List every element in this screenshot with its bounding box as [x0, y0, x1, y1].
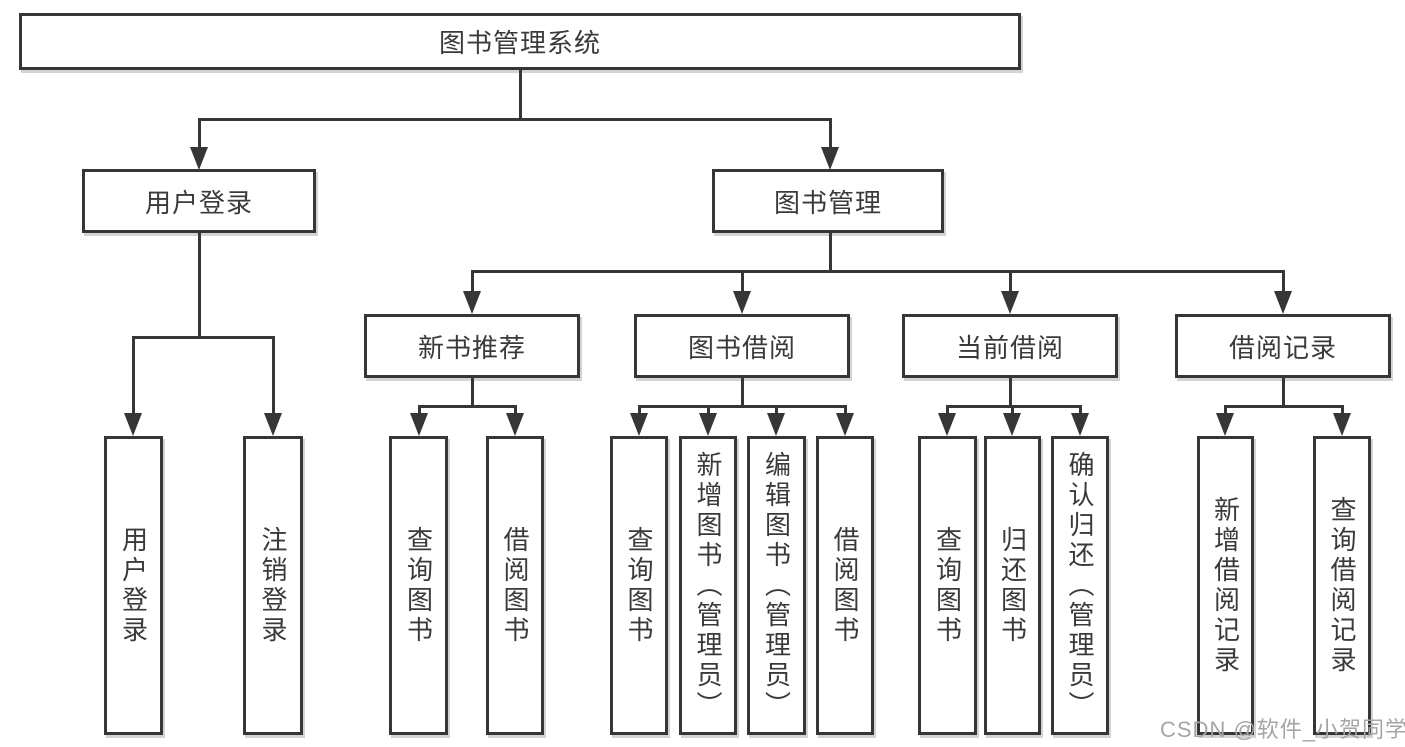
arrowhead-down-icon — [821, 147, 839, 170]
arrowhead-down-icon — [506, 413, 524, 436]
connector-line — [741, 378, 744, 408]
leaf-label: 编辑图书（管理员） — [761, 450, 792, 721]
leaf-label: 查询图书 — [932, 525, 963, 646]
connector-line — [829, 118, 832, 150]
leaf-query-book-current: 查询图书 — [918, 436, 977, 735]
connector-line — [1009, 270, 1012, 294]
connector-line — [1341, 405, 1344, 417]
connector-line — [844, 405, 847, 417]
connector-line — [1282, 378, 1285, 408]
leaf-label: 确认归还（管理员） — [1065, 450, 1095, 721]
arrowhead-down-icon — [699, 413, 717, 436]
leaf-borrow-book-recommend: 借阅图书 — [486, 436, 544, 735]
leaf-user-login: 用户登录 — [104, 436, 163, 735]
leaf-label: 借阅图书 — [830, 525, 860, 646]
arrowhead-down-icon — [733, 291, 751, 314]
connector-line — [946, 405, 949, 417]
connector-line — [1282, 270, 1285, 294]
leaf-label: 用户登录 — [118, 525, 149, 646]
leaf-query-book-borrow: 查询图书 — [610, 436, 668, 735]
connector-line — [707, 405, 710, 417]
arrowhead-down-icon — [1333, 413, 1351, 436]
connector-line — [638, 405, 641, 417]
arrowhead-down-icon — [836, 413, 854, 436]
connector-line — [198, 118, 832, 121]
leaf-query-borrow-record: 查询借阅记录 — [1313, 436, 1371, 735]
leaf-label: 查询图书 — [624, 525, 654, 646]
leaf-label: 新增图书（管理员） — [693, 450, 723, 721]
node-new-book-recommend: 新书推荐 — [364, 314, 580, 378]
connector-line — [1009, 378, 1012, 408]
leaf-label: 归还图书 — [997, 525, 1028, 646]
csdn-watermark: CSDN @软件_小贺同学 — [1160, 717, 1405, 742]
leaf-confirm-return-admin: 确认归还（管理员） — [1051, 436, 1109, 735]
connector-line — [519, 68, 522, 121]
node-current-borrow: 当前借阅 — [902, 314, 1118, 378]
arrowhead-down-icon — [1003, 413, 1021, 436]
node-root: 图书管理系统 — [19, 13, 1021, 70]
connector-line — [1224, 405, 1227, 417]
connector-line — [198, 118, 201, 150]
node-user-login: 用户登录 — [82, 169, 316, 233]
arrowhead-down-icon — [938, 413, 956, 436]
leaf-borrow-book: 借阅图书 — [816, 436, 874, 735]
arrowhead-down-icon — [630, 413, 648, 436]
leaf-label: 注销登录 — [258, 525, 288, 646]
connector-line — [741, 270, 744, 294]
node-borrow-records: 借阅记录 — [1175, 314, 1391, 378]
leaf-label: 查询图书 — [403, 525, 434, 646]
connector-line — [1224, 405, 1344, 408]
arrowhead-down-icon — [190, 147, 208, 170]
leaf-label: 新增借阅记录 — [1210, 495, 1241, 676]
leaf-query-book-recommend: 查询图书 — [389, 436, 448, 735]
leaf-label: 借阅图书 — [500, 525, 530, 646]
node-book-borrow: 图书借阅 — [634, 314, 850, 378]
connector-line — [418, 405, 421, 417]
connector-line — [946, 405, 1082, 408]
arrowhead-down-icon — [264, 413, 282, 436]
leaf-edit-book-admin: 编辑图书（管理员） — [747, 436, 806, 735]
arrowhead-down-icon — [463, 291, 481, 314]
connector-line — [471, 270, 1285, 273]
connector-line — [514, 405, 517, 417]
leaf-add-borrow-record: 新增借阅记录 — [1197, 436, 1254, 735]
connector-line — [471, 270, 474, 294]
connector-line — [638, 405, 847, 408]
connector-line — [775, 405, 778, 417]
leaf-return-book: 归还图书 — [984, 436, 1041, 735]
arrowhead-down-icon — [124, 413, 142, 436]
node-book-management: 图书管理 — [712, 169, 944, 233]
arrowhead-down-icon — [1001, 291, 1019, 314]
connector-line — [198, 233, 201, 339]
leaf-logout: 注销登录 — [243, 436, 303, 735]
connector-line — [829, 233, 832, 273]
arrowhead-down-icon — [1216, 413, 1234, 436]
connector-line — [1079, 405, 1082, 417]
leaf-add-book-admin: 新增图书（管理员） — [679, 436, 737, 735]
arrowhead-down-icon — [1274, 291, 1292, 314]
connector-line — [132, 336, 135, 416]
connector-line — [272, 336, 275, 416]
arrowhead-down-icon — [410, 413, 428, 436]
connector-line — [418, 405, 516, 408]
arrowhead-down-icon — [767, 413, 785, 436]
connector-line — [132, 336, 275, 339]
leaf-label: 查询借阅记录 — [1327, 495, 1357, 676]
connector-line — [1011, 405, 1014, 417]
arrowhead-down-icon — [1071, 413, 1089, 436]
connector-line — [471, 378, 474, 408]
